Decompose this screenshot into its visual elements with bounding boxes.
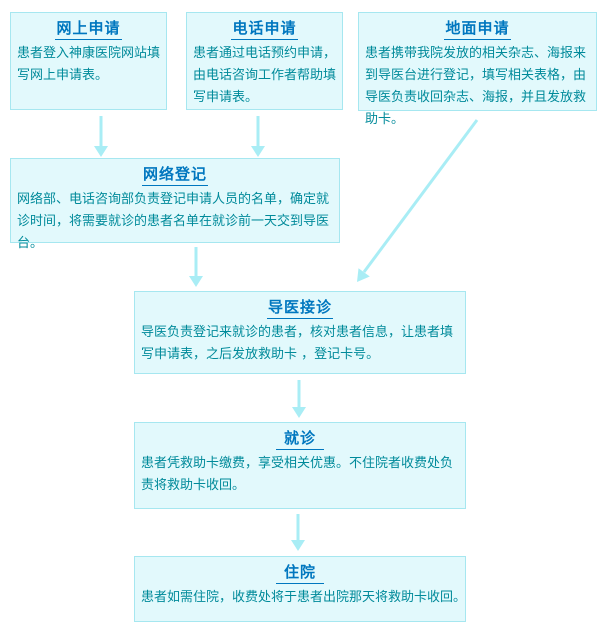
node-network-registration: 网络登记 网络部、电话咨询部负责登记申请人员的名单，确定就诊时间，将需要就诊的患… <box>10 158 340 251</box>
node-ground-application: 地面申请 患者携带我院发放的相关杂志、海报来到导医台进行登记，填写相关表格，由导… <box>358 12 597 127</box>
node-body-phone-application: 患者通过电话预约申请，由电话咨询工作者帮助填写申请表。 <box>193 46 337 105</box>
arrow-visit-to-hospitalization <box>291 514 305 551</box>
node-title-row: 就诊 <box>135 428 465 450</box>
arrow-online-to-network-registration <box>94 116 108 157</box>
node-title-row: 住院 <box>135 562 465 584</box>
arrow-ground-to-guide-reception <box>357 119 479 282</box>
node-body-ground-application: 患者携带我院发放的相关杂志、海报来到导医台进行登记，填写相关表格，由导医负责收回… <box>365 46 587 127</box>
node-title-row: 网络登记 <box>11 164 339 186</box>
node-body-visit: 患者凭救助卡缴费，享受相关优惠。不住院者收费处负责将救助卡收回。 <box>141 456 454 493</box>
node-title-row: 地面申请 <box>359 18 596 40</box>
node-title-online-application[interactable]: 网上申请 <box>55 18 122 40</box>
node-guide-reception: 导医接诊 导医负责登记来就诊的患者，核对患者信息，让患者填写申请表，之后发放救助… <box>134 291 466 374</box>
node-title-ground-application[interactable]: 地面申请 <box>444 18 511 40</box>
node-title-network-registration[interactable]: 网络登记 <box>141 164 208 186</box>
node-body-guide-reception: 导医负责登记来就诊的患者，核对患者信息，让患者填写申请表，之后发放救助卡 ，登记… <box>141 325 454 362</box>
node-hospitalization: 住院 患者如需住院，收费处将于患者出院那天将救助卡收回。 <box>134 556 466 622</box>
arrow-guide-reception-to-visit <box>292 380 306 418</box>
node-visit: 就诊 患者凭救助卡缴费，享受相关优惠。不住院者收费处负责将救助卡收回。 <box>134 422 466 509</box>
node-title-phone-application[interactable]: 电话申请 <box>231 18 298 40</box>
node-title-row: 电话申请 <box>187 18 342 40</box>
node-title-visit[interactable]: 就诊 <box>275 428 324 450</box>
node-body-network-registration: 网络部、电话咨询部负责登记申请人员的名单，确定就诊时间，将需要就诊的患者名单在就… <box>17 192 330 251</box>
node-online-application: 网上申请 患者登入神康医院网站填写网上申请表。 <box>10 12 167 110</box>
node-phone-application: 电话申请 患者通过电话预约申请，由电话咨询工作者帮助填写申请表。 <box>186 12 343 110</box>
node-title-row: 导医接诊 <box>135 297 465 319</box>
arrow-phone-to-network-registration <box>251 116 265 157</box>
node-body-online-application: 患者登入神康医院网站填写网上申请表。 <box>17 46 161 83</box>
node-title-hospitalization[interactable]: 住院 <box>275 562 324 584</box>
node-body-hospitalization: 患者如需住院，收费处将于患者出院那天将救助卡收回。 <box>141 590 467 605</box>
node-title-guide-reception[interactable]: 导医接诊 <box>266 297 333 319</box>
node-title-row: 网上申请 <box>11 18 166 40</box>
